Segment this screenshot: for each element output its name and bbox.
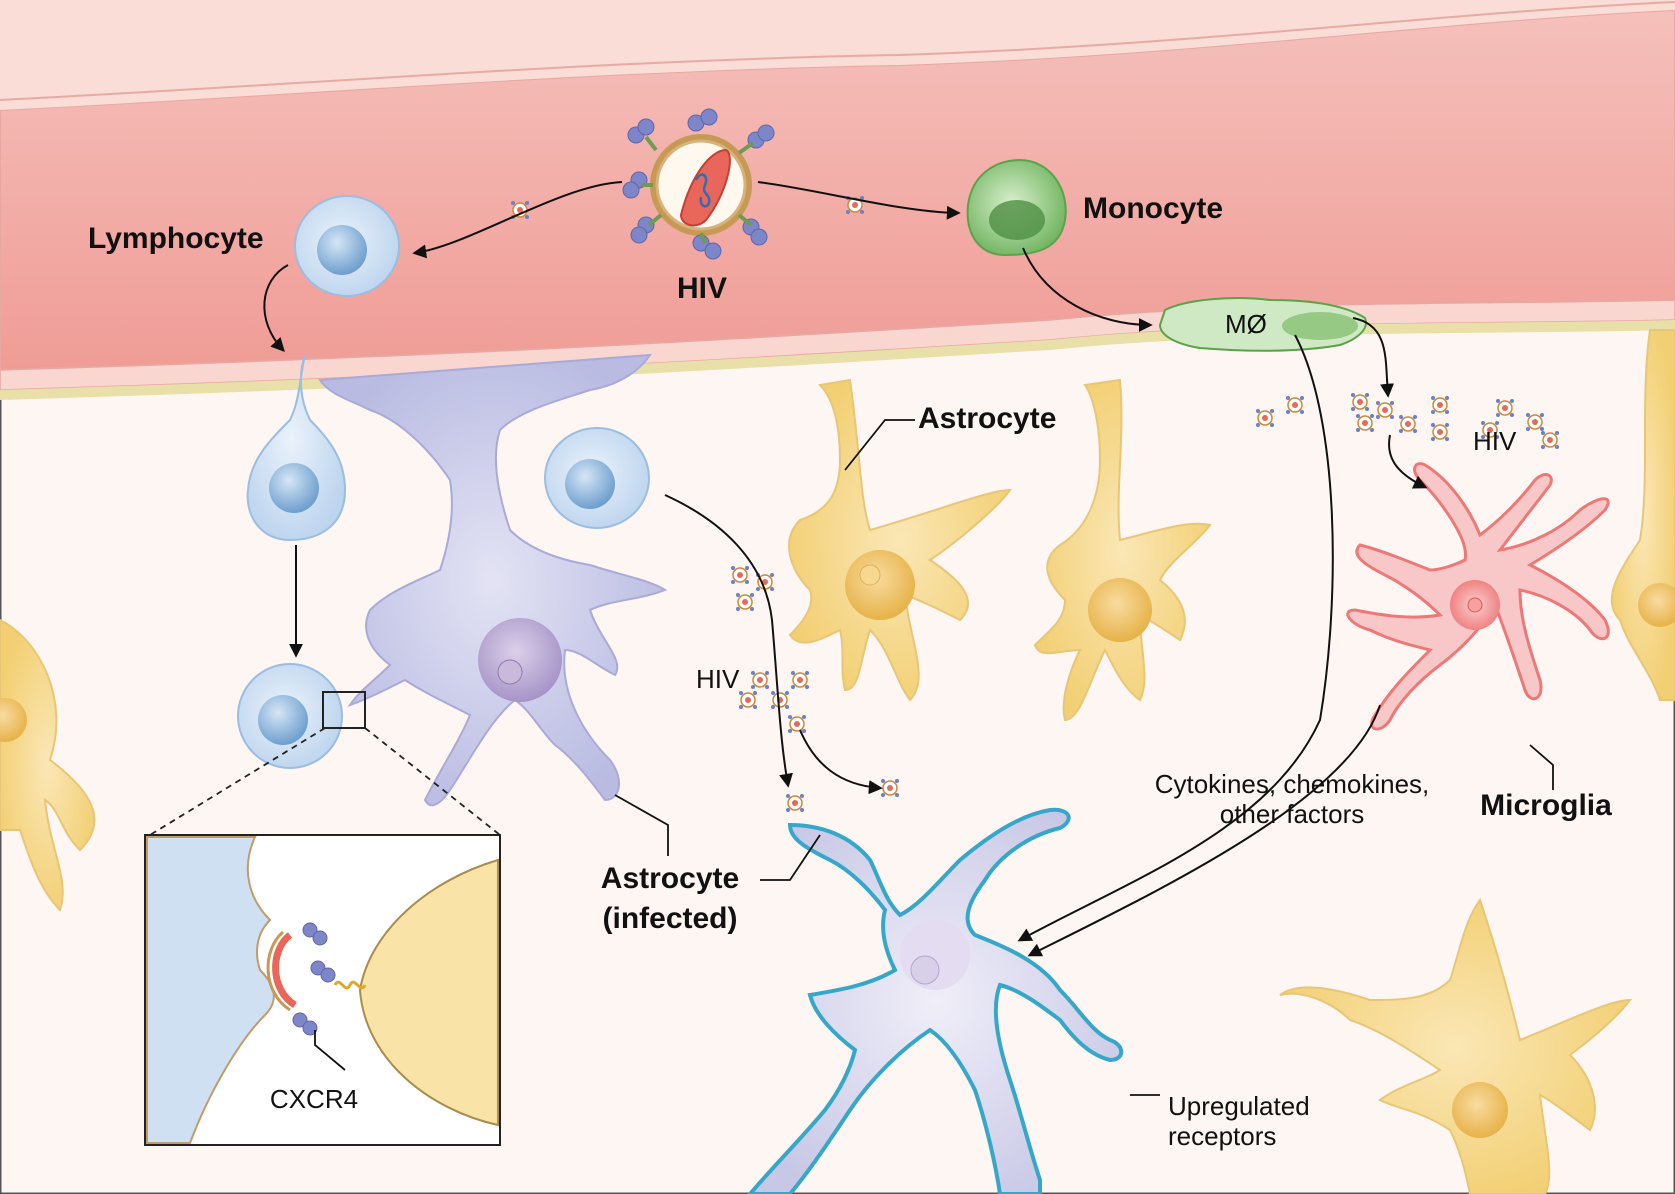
astrocyte-bottom-right — [1279, 897, 1633, 1194]
monocyte-cell — [966, 158, 1067, 257]
arrow-lymphocyte-down — [263, 264, 289, 353]
label-upregulated-line1: Upregulated — [1168, 1091, 1310, 1121]
label-astrocyte: Astrocyte — [918, 402, 1056, 435]
label-astrocyte-infected-line1: Astrocyte — [601, 862, 739, 895]
inset-cxcr4 — [144, 727, 501, 1146]
arrow-hiv-to-monocyte — [757, 181, 961, 220]
lymphocyte-in-vessel — [294, 195, 400, 297]
leader-astrocyte-infected — [614, 794, 669, 856]
label-astrocyte-infected-line2: (infected) — [603, 902, 738, 935]
astrocyte-left-edge — [0, 618, 96, 912]
arrow-macrophage-to-virions — [1352, 317, 1395, 398]
label-upregulated-line2: receptors — [1168, 1121, 1276, 1151]
arrow-virions-to-microglia — [1388, 434, 1428, 489]
arrow-microglia-to-neuron — [1027, 704, 1381, 957]
lymphocyte-contacting-astrocyte — [237, 663, 366, 769]
arrow-virions-branch — [799, 729, 883, 795]
label-monocyte: Monocyte — [1083, 192, 1223, 225]
zoom-box — [322, 691, 366, 729]
label-lymphocyte: Lymphocyte — [88, 222, 264, 255]
hiv-virion-main — [622, 108, 775, 260]
label-cytokines-line1: Cytokines, chemokines, — [1155, 769, 1430, 799]
arrow-lymphocyte-to-neuron — [664, 494, 793, 788]
arrows — [263, 181, 1428, 957]
astrocyte-right-edge — [1610, 329, 1675, 701]
label-hiv-main: HIV — [677, 272, 727, 305]
lymphocyte-in-brain — [544, 427, 650, 529]
astrocyte-cell-2 — [1033, 378, 1212, 722]
label-microglia: Microglia — [1480, 789, 1612, 822]
label-cxcr4: CXCR4 — [270, 1084, 358, 1114]
lymphocyte-transmigrating — [246, 354, 347, 542]
leader-lines — [614, 419, 1554, 1096]
label-hiv-right: HIV — [1473, 426, 1517, 456]
label-hiv-middle: HIV — [696, 664, 740, 694]
leader-microglia — [1529, 744, 1554, 790]
label-cytokines-line2: other factors — [1220, 799, 1365, 829]
label-macrophage: MØ — [1225, 309, 1267, 339]
leader-infected-to-neuron — [760, 834, 821, 881]
arrow-hiv-to-lymphocyte — [412, 181, 623, 259]
infected-astrocyte — [318, 353, 668, 807]
neuron-upregulated-receptors — [747, 807, 1124, 1194]
arrow-monocyte-to-macrophage — [1022, 247, 1153, 332]
leader-astrocyte — [844, 419, 915, 471]
microglia-cell — [1346, 462, 1610, 731]
macrophage-cell — [1158, 297, 1367, 352]
labels: HIV Lymphocyte Monocyte MØ Astrocyte HIV… — [88, 192, 1612, 1151]
astrocyte-cell — [788, 378, 1012, 702]
arrow-macrophage-to-neuron — [1017, 334, 1334, 942]
